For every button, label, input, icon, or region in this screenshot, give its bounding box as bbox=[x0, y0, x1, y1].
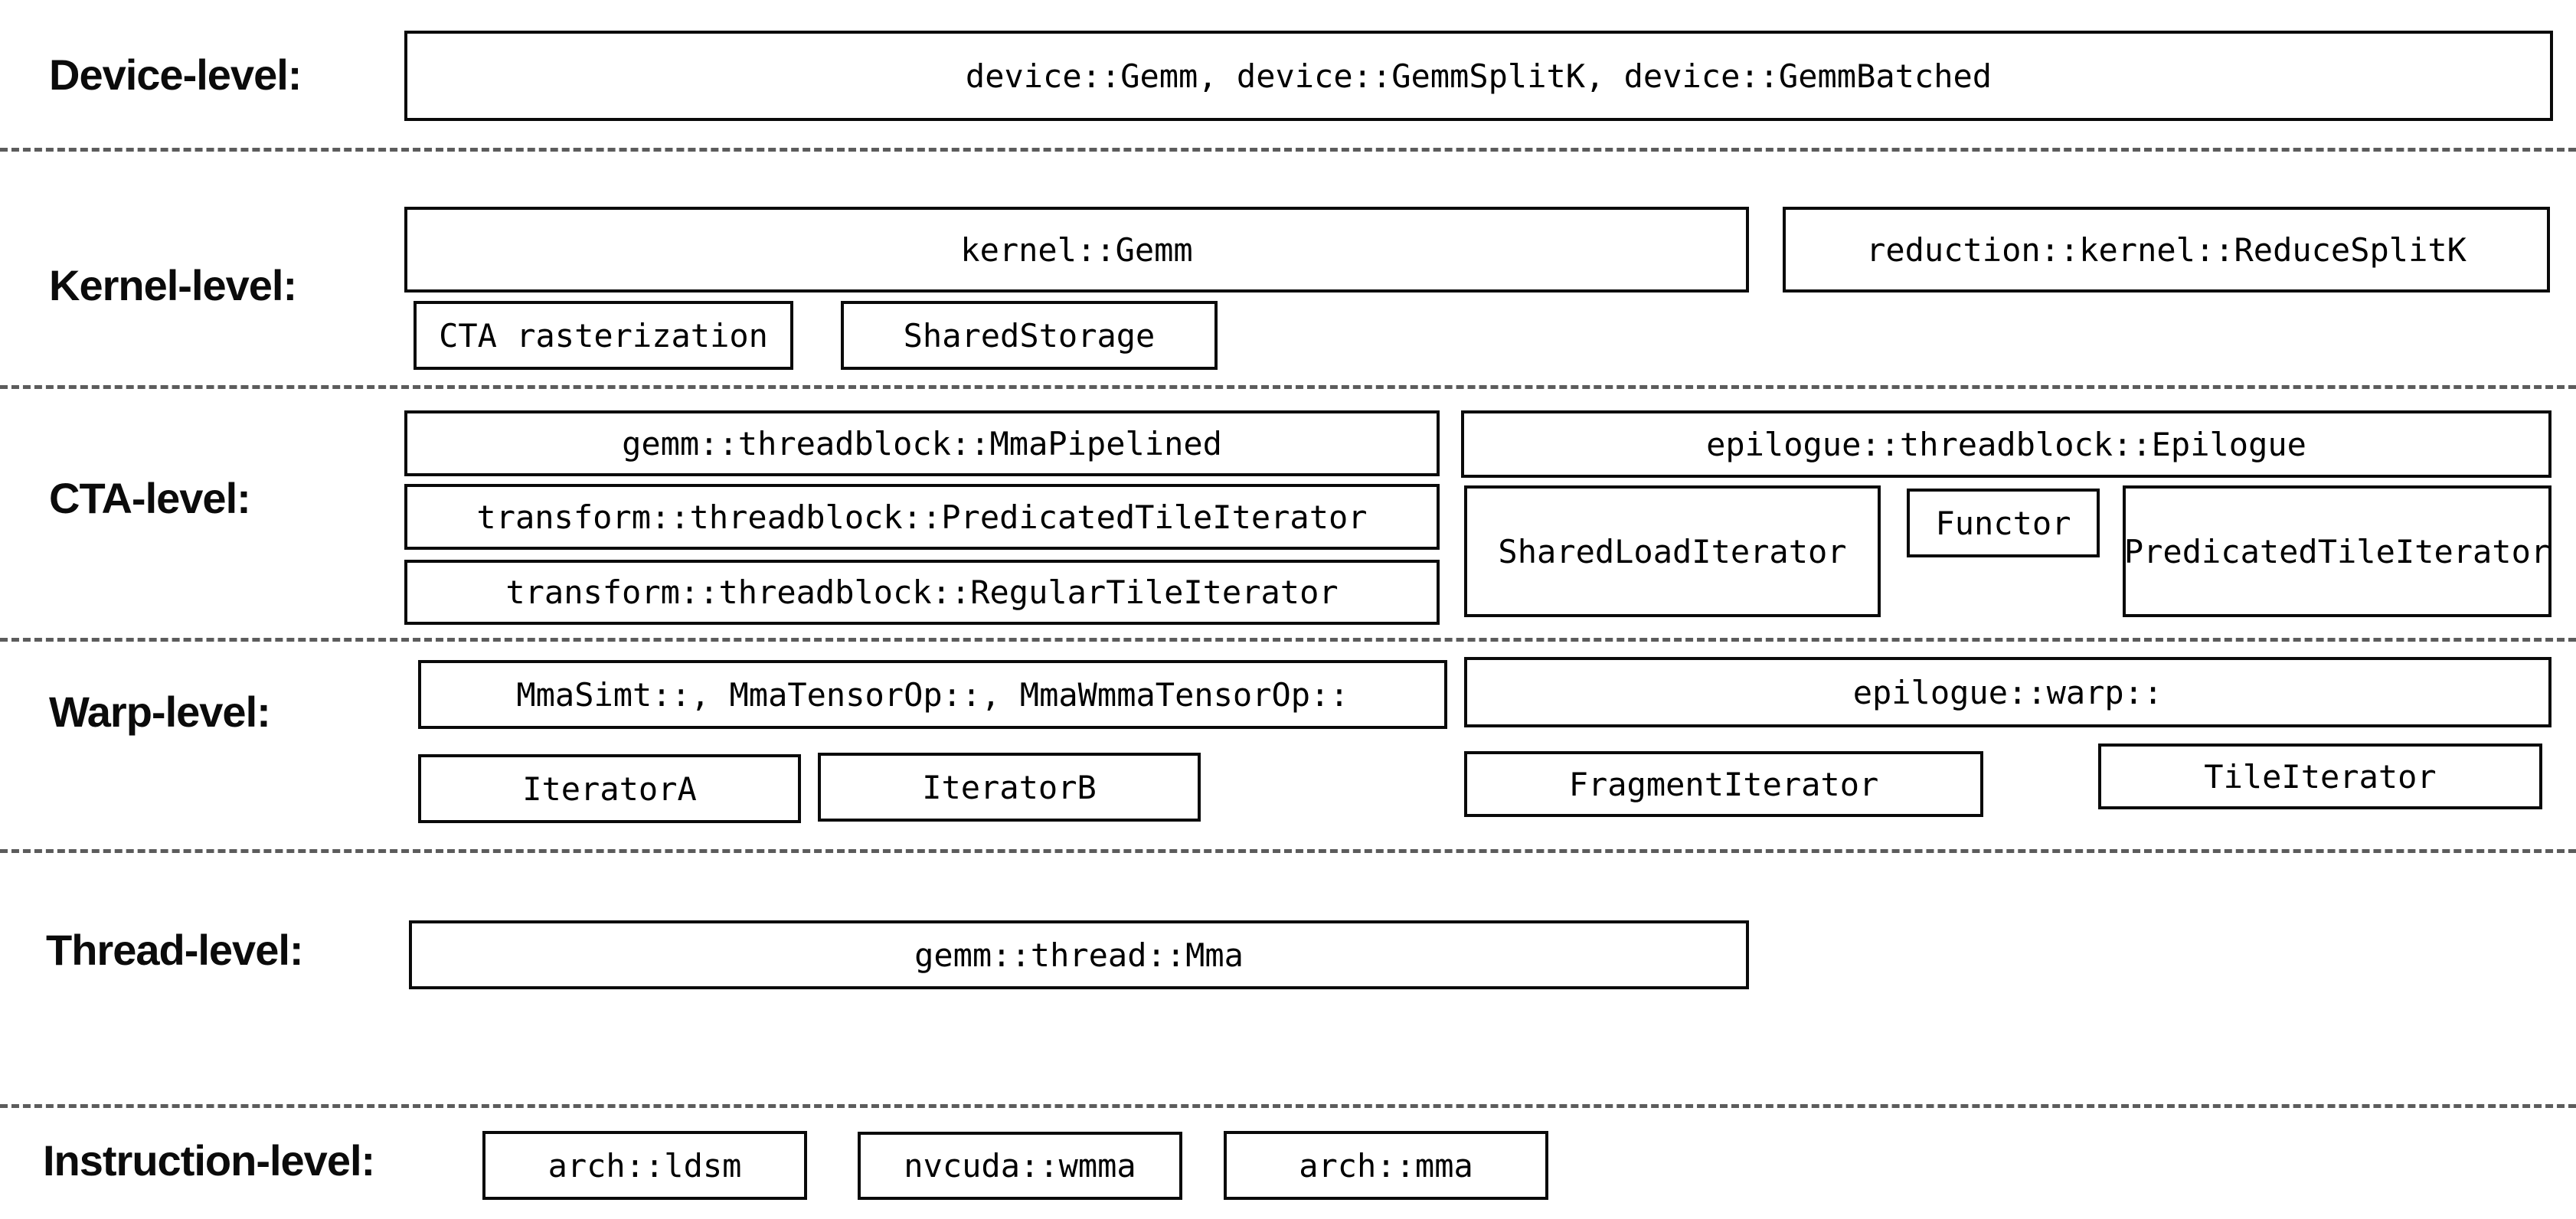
kernel-level-label: Kernel-level: bbox=[49, 260, 297, 309]
arch-ldsm-box: arch::ldsm bbox=[482, 1131, 807, 1200]
warp-level-label: Warp-level: bbox=[49, 687, 271, 736]
separator-cta-warp bbox=[0, 638, 2576, 642]
thread-level-label: Thread-level: bbox=[46, 925, 304, 974]
iterator-b-box: IteratorB bbox=[818, 753, 1201, 822]
device-level-label: Device-level: bbox=[49, 50, 302, 99]
separator-kernel-cta bbox=[0, 385, 2576, 389]
epilogue-threadblock-epilogue-box: epilogue::threadblock::Epilogue bbox=[1461, 410, 2551, 478]
transform-threadblock-regular-tile-iterator-box: transform::threadblock::RegularTileItera… bbox=[404, 560, 1440, 625]
reduction-kernel-reduce-splitk-box: reduction::kernel::ReduceSplitK bbox=[1783, 207, 2550, 292]
cta-level-label: CTA-level: bbox=[49, 473, 251, 522]
arch-mma-box: arch::mma bbox=[1224, 1131, 1548, 1200]
shared-load-iterator-box: SharedLoadIterator bbox=[1464, 485, 1881, 617]
transform-threadblock-predicated-tile-iterator-box: transform::threadblock::PredicatedTileIt… bbox=[404, 484, 1440, 550]
gemm-thread-mma-box: gemm::thread::Mma bbox=[409, 920, 1749, 989]
fragment-iterator-box: FragmentIterator bbox=[1464, 751, 1983, 817]
functor-box: Functor bbox=[1907, 489, 2100, 557]
tile-iterator-box: TileIterator bbox=[2098, 743, 2542, 809]
separator-thread-instruction bbox=[0, 1104, 2576, 1108]
predicated-tile-iterator-box: PredicatedTileIterator bbox=[2123, 485, 2551, 617]
shared-storage-box: SharedStorage bbox=[841, 301, 1218, 370]
separator-device-kernel bbox=[0, 148, 2576, 152]
nvcuda-wmma-box: nvcuda::wmma bbox=[858, 1132, 1182, 1200]
epilogue-warp-box: epilogue::warp:: bbox=[1464, 657, 2551, 727]
cta-rasterization-box: CTA rasterization bbox=[414, 301, 793, 370]
kernel-gemm-box: kernel::Gemm bbox=[404, 207, 1749, 292]
warp-mma-box: MmaSimt::, MmaTensorOp::, MmaWmmaTensorO… bbox=[418, 660, 1447, 729]
separator-warp-thread bbox=[0, 849, 2576, 853]
device-gemm-box: device::Gemm, device::GemmSplitK, device… bbox=[404, 31, 2553, 121]
iterator-a-box: IteratorA bbox=[418, 754, 801, 823]
gemm-threadblock-mma-pipelined-box: gemm::threadblock::MmaPipelined bbox=[404, 410, 1440, 476]
instruction-level-label: Instruction-level: bbox=[43, 1136, 375, 1185]
